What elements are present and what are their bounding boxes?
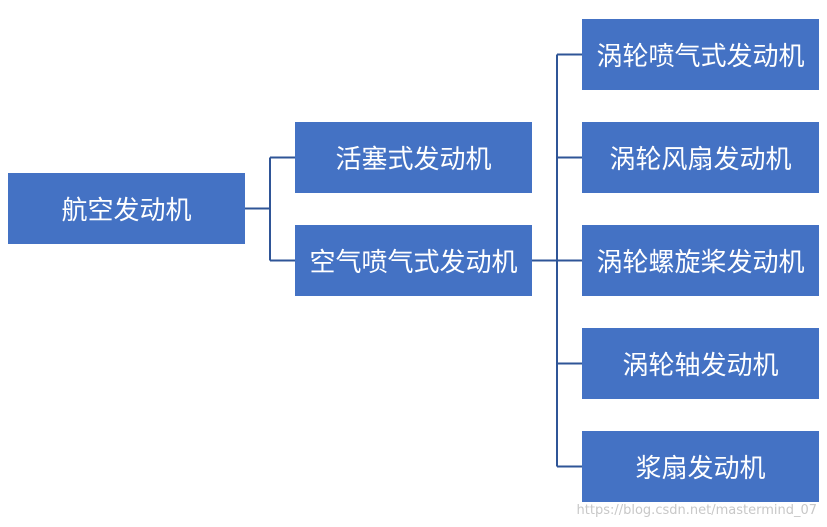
- node-label: 空气喷气式发动机: [309, 248, 518, 278]
- node-label: 航空发动机: [61, 196, 192, 226]
- node-label: 浆扇发动机: [635, 454, 766, 484]
- node-label: 涡轮风扇发动机: [609, 145, 792, 175]
- node-turboprop-engine: 涡轮螺旋桨发动机: [582, 225, 819, 296]
- node-turbofan-engine: 涡轮风扇发动机: [582, 122, 819, 193]
- connector-root-to-level1: [245, 156, 295, 262]
- node-label: 涡轮喷气式发动机: [596, 42, 805, 72]
- node-aero-engine: 航空发动机: [8, 173, 245, 244]
- node-propfan-engine: 浆扇发动机: [582, 431, 819, 502]
- node-turbojet-engine: 涡轮喷气式发动机: [582, 19, 819, 90]
- node-label: 涡轮螺旋桨发动机: [596, 248, 805, 278]
- watermark-text: https://blog.csdn.net/mastermind_07: [576, 503, 817, 518]
- node-air-breathing-jet-engine: 空气喷气式发动机: [295, 225, 532, 296]
- node-piston-engine: 活塞式发动机: [295, 122, 532, 193]
- node-label: 活塞式发动机: [335, 145, 492, 175]
- node-turboshaft-engine: 涡轮轴发动机: [582, 328, 819, 399]
- node-label: 涡轮轴发动机: [622, 351, 779, 381]
- connector-airbreathing-to-level2: [532, 53, 582, 468]
